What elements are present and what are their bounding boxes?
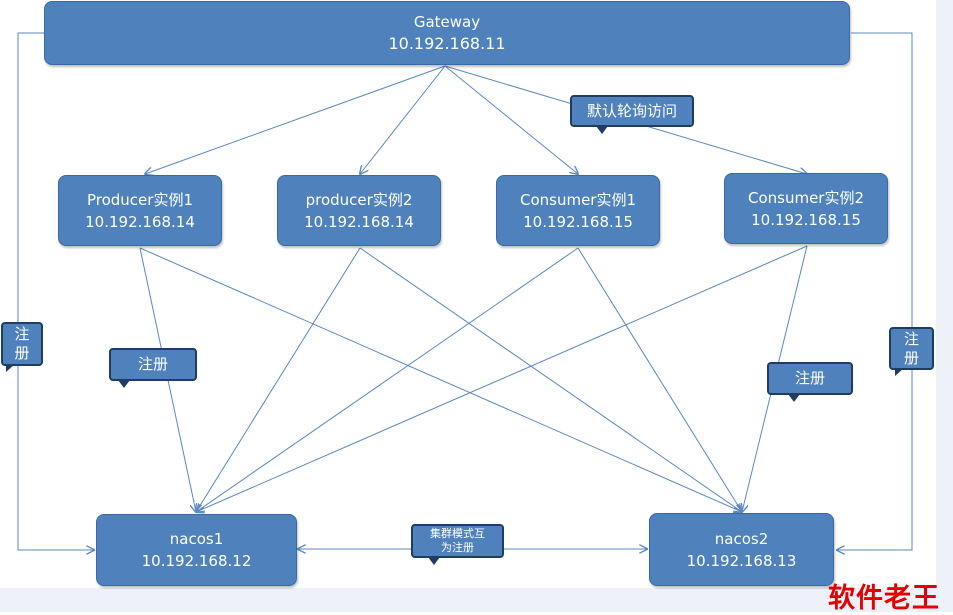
- producer2-ip: 10.192.168.14: [304, 212, 414, 231]
- callout-register-left-edge-text: 注册: [14, 325, 30, 362]
- consumer1-title: Consumer实例1: [519, 190, 637, 209]
- edge-consumer1-nacos1: [196, 247, 579, 512]
- edge-gateway-producer2: [360, 65, 446, 174]
- callout-register-left-text: 注册: [137, 355, 168, 373]
- nacos1-ip: 10.192.168.12: [141, 552, 252, 570]
- callout-register-right-tail: [788, 394, 800, 402]
- nacos2-title: nacos2: [714, 529, 769, 548]
- edge-gateway-producer1: [145, 65, 446, 174]
- callout-register-left-edge-tail: [6, 364, 15, 372]
- nacos1-node: nacos1 10.192.168.12: [96, 514, 297, 586]
- edge-consumer2-nacos1: [196, 245, 808, 512]
- right-background-band: [936, 0, 953, 612]
- callout-cluster-mutual-text: 集群模式互为注册: [430, 527, 485, 554]
- callout-register-right-edge-text: 注册: [903, 329, 919, 367]
- callout-round-robin-text: 默认轮询访问: [586, 101, 677, 120]
- edge-consumer1-nacos2: [577, 247, 742, 512]
- edge-gateway-consumer1: [444, 65, 578, 174]
- callout-cluster-mutual-tail: [428, 557, 440, 565]
- producer1-title: Producer实例1: [86, 190, 193, 209]
- consumer2-ip: 10.192.168.15: [751, 210, 861, 229]
- producer2-node: producer实例2 10.192.168.14: [277, 175, 441, 246]
- nacos1-title: nacos1: [169, 530, 224, 548]
- producer1-node: Producer实例1 10.192.168.14: [58, 175, 222, 246]
- edge-producer2-nacos1: [196, 247, 361, 512]
- nacos2-ip: 10.192.168.13: [686, 551, 797, 570]
- consumer1-node: Consumer实例1 10.192.168.15: [496, 175, 660, 246]
- edge-gateway-nacos2: [837, 32, 913, 550]
- callout-register-left-edge: 注册: [1, 322, 43, 366]
- callout-register-left: 注册: [109, 348, 197, 381]
- callout-register-right-text: 注册: [794, 369, 825, 387]
- producer2-title: producer实例2: [305, 190, 413, 209]
- edge-gateway-nacos1: [17, 32, 94, 550]
- edge-producer1-nacos2: [139, 247, 742, 512]
- callout-register-left-tail: [118, 380, 130, 388]
- watermark-text: 软件老王: [828, 583, 940, 614]
- gateway-title: Gateway: [413, 13, 481, 31]
- callout-register-right: 注册: [767, 362, 853, 395]
- edge-producer2-nacos2: [359, 247, 742, 512]
- consumer2-title: Consumer实例2: [747, 188, 865, 207]
- consumer1-ip: 10.192.168.15: [523, 212, 633, 231]
- bottom-background-band: [0, 588, 953, 612]
- callout-cluster-mutual: 集群模式互为注册: [411, 524, 504, 558]
- producer1-ip: 10.192.168.14: [85, 212, 195, 231]
- gateway-node: Gateway 10.192.168.11: [44, 1, 850, 65]
- callout-register-right-edge: 注册: [889, 327, 934, 370]
- nacos2-node: nacos2 10.192.168.13: [649, 513, 834, 586]
- callout-register-right-edge-tail: [895, 368, 904, 376]
- callout-round-robin-tail: [596, 126, 608, 134]
- callout-round-robin: 默认轮询访问: [570, 95, 694, 127]
- consumer2-node: Consumer实例2 10.192.168.15: [724, 173, 888, 244]
- gateway-ip: 10.192.168.11: [388, 34, 506, 53]
